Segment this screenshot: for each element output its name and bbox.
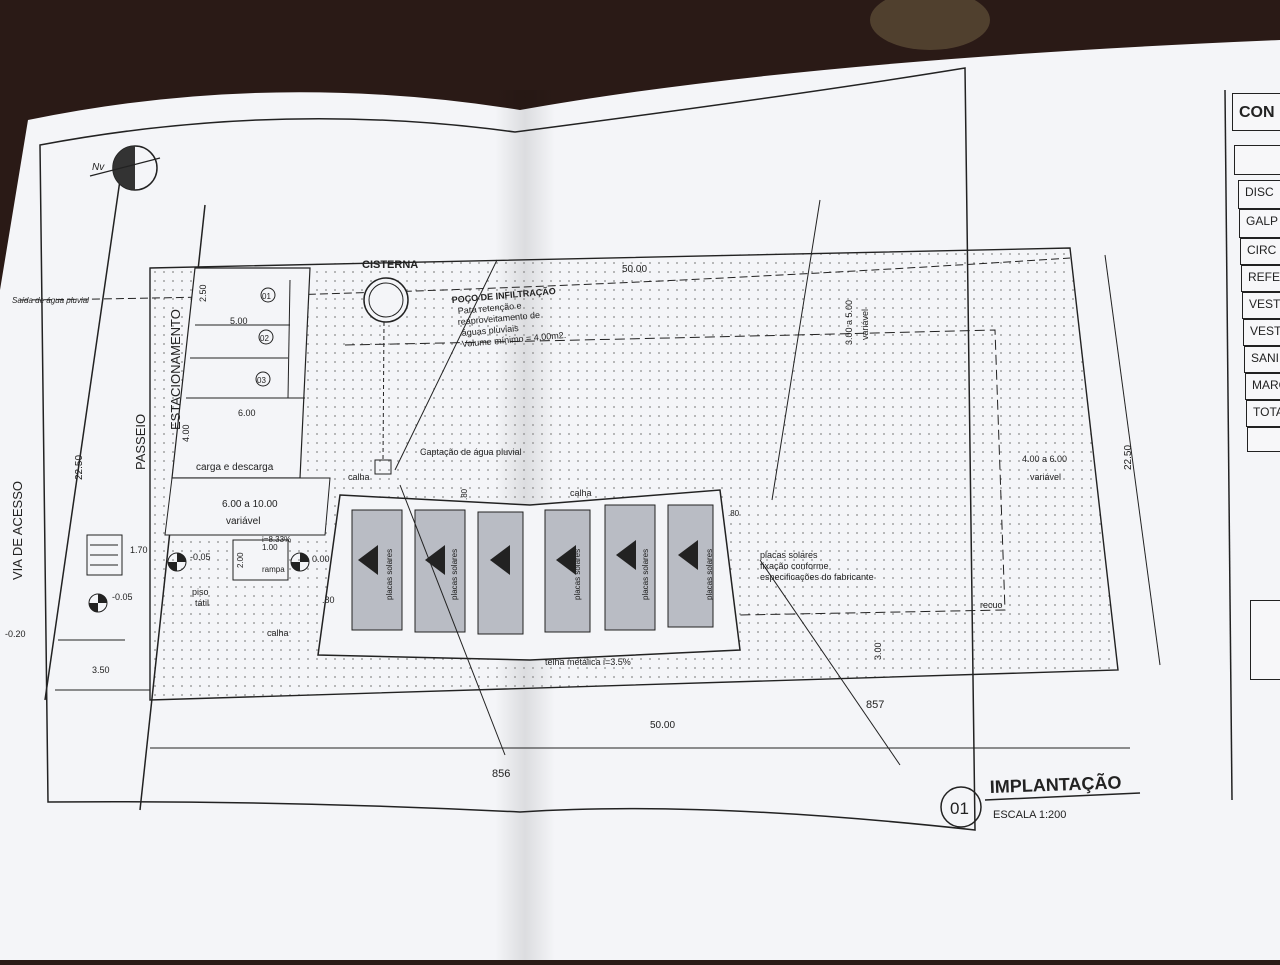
area-table-row: SANI [1244,346,1280,373]
via-acesso-label: VIA DE ACESSO [10,481,25,580]
dim-top-width: 50.00 [622,264,647,275]
solar-note-3: especificações do fabricante [760,572,874,582]
drawing-border [39,67,976,831]
captacao-label: Captação de água pluvial [420,447,522,457]
passeio-label: PASSEIO [133,414,148,470]
solar-label-4: placas solares [641,549,650,600]
top-variable-dim: 3.00 a 5.00 [844,300,854,345]
drawing-scale: ESCALA 1:200 [993,809,1066,821]
well-line-4: águas pluviais [461,323,519,338]
dim-3-00: 3.00 [873,642,883,660]
left-depth-dim: 22.50 [74,455,85,480]
cistern-label: CISTERNA [362,259,418,271]
dim-2-50: 2.50 [198,284,208,302]
tactile-label-2: tátil [195,598,209,608]
solar-note-2: fixação conforme [760,561,829,571]
level-markers [88,552,310,613]
level-4: -0.20 [5,629,26,639]
ramp-slope-label: i=8.33% [262,535,291,544]
section-mark-856: 856 [492,768,510,780]
parking-spot-2: 02 [260,334,269,343]
area-table-row: TOTA [1246,400,1280,427]
cistern [363,277,409,323]
area-table-blank [1247,427,1280,452]
variable-word-left: variável [226,516,260,527]
area-table-header: CON [1232,93,1280,131]
ramp-label: rampa [262,565,285,574]
gutter-label-2: calha [570,488,592,498]
top-variable-word: variável [860,309,870,340]
saida-label: Saída de água pluvial [12,296,89,305]
area-table-row: REFE [1241,265,1280,292]
dim-5-00: 5.00 [230,316,248,326]
title-block [940,786,1141,828]
dim-1-00: 1.00 [262,543,278,552]
area-table-blank [1234,145,1280,175]
estacionamento-label: ESTACIONAMENTO [168,309,183,430]
right-variable-word: variável [1030,472,1061,482]
solar-label-5: placas solares [705,549,714,600]
level-3: 0.00 [312,554,330,564]
dim-right-depth: 22.50 [1123,445,1134,470]
solar-label-2: placas solares [450,549,459,600]
area-table-row: VEST [1242,292,1280,319]
area-table-row: DISC [1238,180,1280,209]
level-2: -0.05 [112,592,133,602]
dim-3-50: 3.50 [92,665,110,675]
parking-spot-3: 03 [257,376,266,385]
street-line [44,179,121,701]
roof-label: telha metálica i=3.5% [545,657,631,667]
dim-4-00: 4.00 [181,424,191,442]
north-arrow [89,145,161,191]
north-label: Nv [92,162,105,173]
variable-width-label: 6.00 a 10.00 [222,499,278,510]
gutter-label-1: calha [348,472,370,482]
dim-80-2: .80 [460,488,469,500]
lower-table [1250,600,1280,680]
tactile-label-1: piso [192,587,209,597]
title-number: 01 [950,799,969,818]
drawing-title: IMPLANTAÇÃO [989,771,1121,797]
ornament [870,0,990,50]
dim-80-1: .80 [322,595,335,605]
area-table-row: MARQ [1245,373,1280,400]
gutter-label-3: calha [267,628,289,638]
solar-label-3: placas solares [573,549,582,600]
level-1: -0.05 [190,552,211,562]
dim-6-00: 6.00 [238,408,256,418]
right-variable-dim: 4.00 a 6.00 [1022,454,1067,464]
carga-label: carga e descarga [196,462,274,473]
area-table-row: CIRC [1240,238,1280,265]
parking-spot-1: 01 [262,292,271,301]
dim-2-00: 2.00 [236,552,245,568]
recuo-label: recuo [980,600,1003,610]
dim-1-70: 1.70 [130,545,148,555]
solar-panels [351,504,714,635]
section-mark-857: 857 [866,699,884,711]
solar-label-1: placas solares [385,549,394,600]
dim-80-3: .80 [728,509,740,518]
area-table-row: VEST [1243,319,1280,346]
area-table-row: GALP [1239,209,1280,238]
dim-bottom-width: 50.00 [650,720,675,731]
solar-note-1: placas solares [760,550,818,560]
